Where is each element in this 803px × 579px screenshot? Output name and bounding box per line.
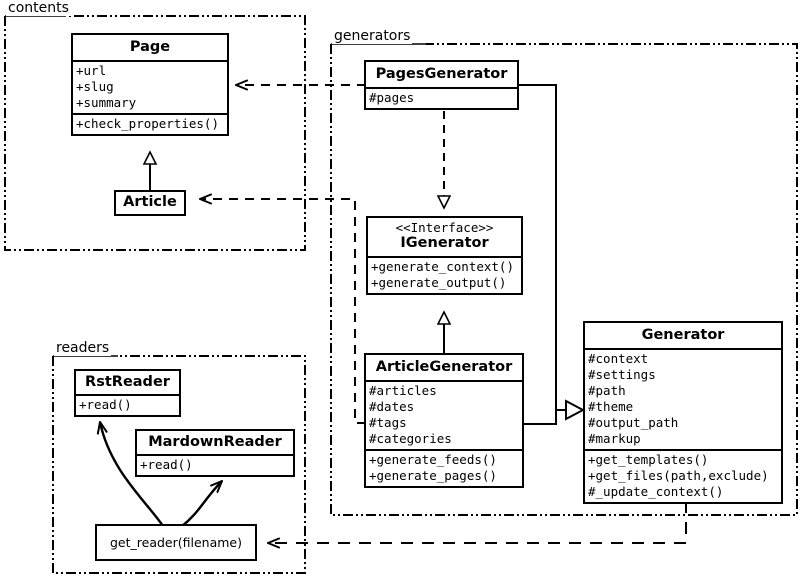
function-box-get-reader[interactable]: get_reader(filename) [95, 524, 257, 561]
relationship-generators-generalize-generator [519, 84, 586, 425]
class-box-rstreader[interactable]: RstReader +read() [74, 369, 181, 417]
class-title-rstreader: RstReader [85, 374, 170, 390]
operation-row: +generate_output() [371, 275, 507, 291]
relationship-getreader-creates-mardownreader [180, 480, 223, 528]
attribute-row: #theme [588, 398, 634, 414]
package-label-contents: contents [6, 0, 71, 16]
attribute-row: #tags [369, 414, 407, 430]
operation-row: +read() [140, 456, 193, 472]
class-stereotype-igenerator: <<Interface>> [395, 220, 494, 235]
class-title-igenerator: IGenerator [400, 235, 489, 252]
class-box-mardownreader[interactable]: MardownReader +read() [135, 429, 295, 477]
package-label-generators: generators [332, 28, 413, 44]
operation-row: +generate_feeds() [369, 451, 497, 467]
attribute-row: #categories [369, 430, 452, 446]
attribute-row: +url [76, 62, 107, 78]
class-attributes-pagesgenerator: #pages [366, 86, 517, 108]
attribute-row: #path [588, 382, 626, 398]
operation-row: +get_templates() [588, 451, 709, 467]
class-title-pagesgenerator: PagesGenerator [375, 66, 508, 82]
relationship-generator-depends-getreader [267, 501, 687, 549]
attribute-row: #pages [369, 89, 415, 105]
class-box-igenerator[interactable]: <<Interface>> IGenerator +generate_conte… [366, 216, 523, 296]
class-title-article: Article [123, 194, 177, 210]
class-title-articlegenerator: ArticleGenerator [375, 359, 513, 375]
class-box-articlegenerator[interactable]: ArticleGenerator #articles #dates #tags … [364, 353, 524, 488]
operation-row: +generate_pages() [369, 467, 497, 483]
operation-row: +generate_context() [371, 259, 514, 275]
class-operations-igenerator: +generate_context() +generate_output() [368, 256, 521, 293]
function-label-get-reader: get_reader(filename) [110, 535, 242, 550]
class-attributes-articlegenerator: #articles #dates #tags #categories [366, 379, 522, 449]
package-label-readers: readers [54, 340, 112, 356]
operation-row: +read() [79, 396, 132, 412]
attribute-row: #output_path [588, 414, 679, 430]
attribute-row: +summary [76, 94, 137, 110]
relationship-articlegenerator-depends-article [199, 193, 366, 424]
attribute-row: #settings [588, 366, 656, 382]
attribute-row: #context [588, 350, 649, 366]
class-box-page[interactable]: Page +url +slug +summary +check_properti… [71, 33, 229, 136]
class-box-pagesgenerator[interactable]: PagesGenerator #pages [364, 60, 519, 110]
class-attributes-generator: #context #settings #path #theme #output_… [585, 347, 781, 449]
class-attributes-page: +url +slug +summary [73, 59, 227, 113]
attribute-row: #articles [369, 382, 437, 398]
class-operations-generator: +get_templates() +get_files(path,exclude… [585, 448, 781, 502]
attribute-row: +slug [76, 78, 114, 94]
class-operations-mardownreader: +read() [137, 453, 293, 475]
attribute-row: #markup [588, 430, 641, 446]
class-header-igenerator: <<Interface>> IGenerator [368, 218, 521, 256]
class-title-page: Page [129, 39, 171, 55]
class-operations-page: +check_properties() [73, 112, 227, 134]
class-box-article[interactable]: Article [114, 190, 186, 216]
class-operations-rstreader: +read() [76, 393, 179, 415]
class-title-generator: Generator [641, 327, 725, 343]
operation-row: #_update_context() [588, 483, 724, 499]
attribute-row: #dates [369, 398, 415, 414]
class-operations-articlegenerator: +generate_feeds() +generate_pages() [366, 448, 522, 486]
class-title-mardownreader: MardownReader [148, 434, 282, 450]
operation-row: +get_files(path,exclude) [588, 467, 769, 483]
operation-row: +check_properties() [76, 115, 219, 131]
class-box-generator[interactable]: Generator #context #settings #path #them… [583, 321, 783, 504]
